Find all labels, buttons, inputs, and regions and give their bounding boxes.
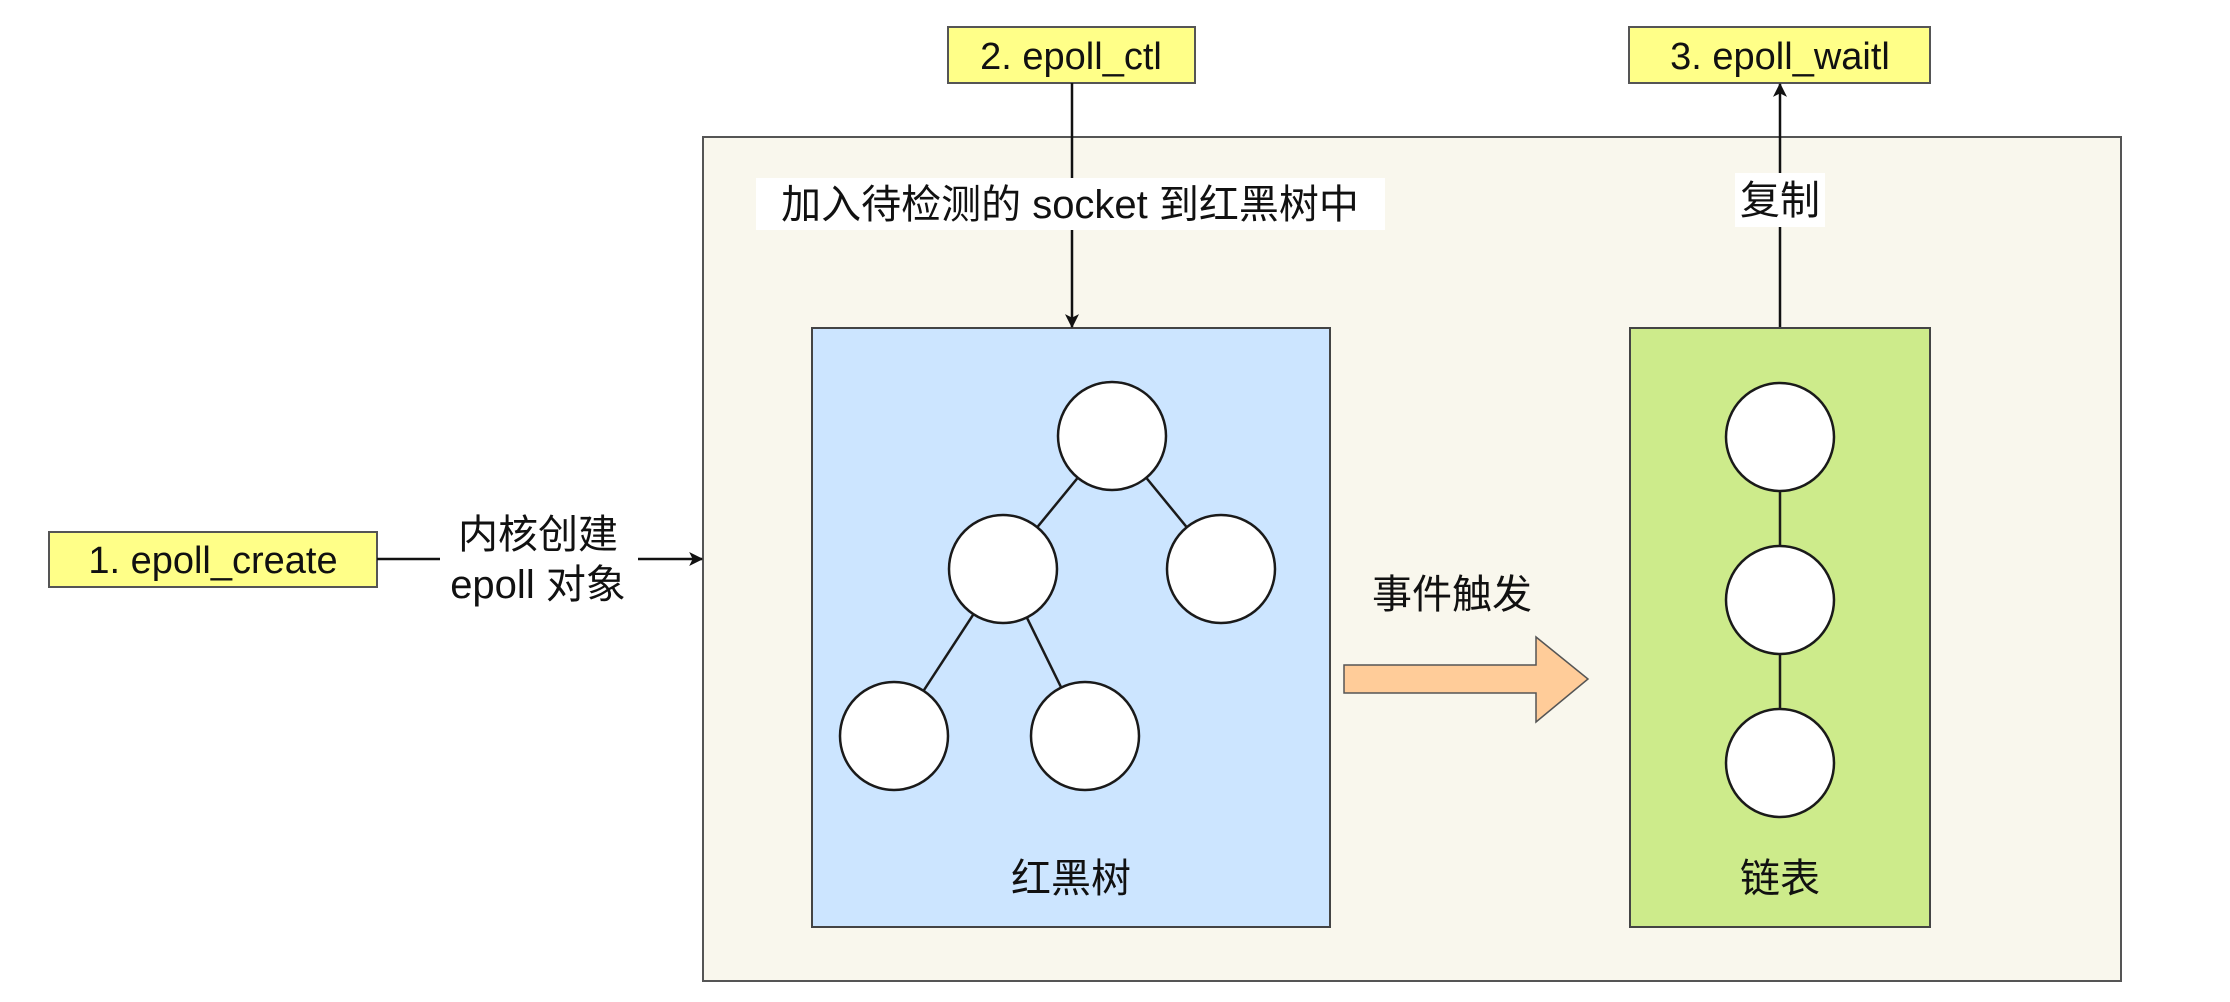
- rb-tree-node: [1165, 513, 1277, 625]
- step-create-label: 1. epoll_create: [88, 540, 337, 582]
- linked-list-nodes: [1724, 381, 1836, 819]
- rb-tree-node: [1056, 380, 1168, 492]
- ctl-edge-label: 加入待检测的 socket 到红黑树中: [781, 183, 1359, 227]
- event-trigger-label: 事件触发: [1372, 573, 1532, 617]
- wait-edge-label-bg: [1735, 173, 1825, 227]
- linked-list-node: [1724, 707, 1836, 819]
- step-wait-label: 3. epoll_waitl: [1670, 36, 1890, 78]
- rb-tree-nodes: [838, 380, 1277, 792]
- rb-tree-label: 红黑树: [1011, 857, 1131, 901]
- create-edge-label-line2: epoll 对象: [450, 563, 626, 607]
- linked-list-node: [1724, 381, 1836, 493]
- step-wait-box[interactable]: [1628, 26, 1931, 84]
- wait-edge-label: 复制: [1740, 179, 1820, 223]
- rb-tree-node: [838, 680, 950, 792]
- create-edge-label-line1: 内核创建: [458, 513, 618, 557]
- rb-tree-node: [947, 513, 1059, 625]
- rb-tree-node: [1029, 680, 1141, 792]
- linked-list-label: 链表: [1740, 857, 1820, 901]
- ctl-edge-label-bg: [756, 178, 1385, 230]
- event-trigger-arrow: [1343, 635, 1590, 724]
- step-create-box[interactable]: [48, 531, 378, 588]
- linked-list-node: [1724, 544, 1836, 656]
- step-ctl-label: 2. epoll_ctl: [980, 36, 1162, 78]
